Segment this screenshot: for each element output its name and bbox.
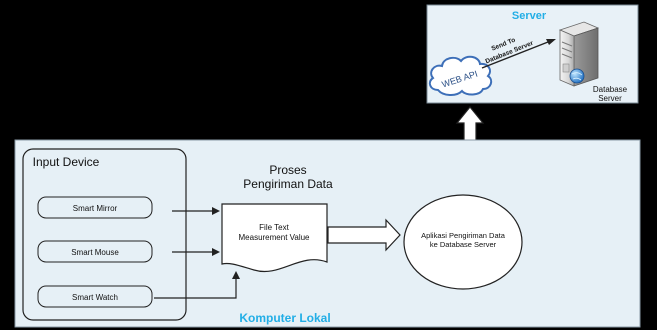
connector-arrow-mouse bbox=[212, 248, 220, 256]
document-icon bbox=[221, 203, 328, 273]
local-computer-label: Komputer Lokal bbox=[239, 311, 330, 325]
database-label-1: Database bbox=[593, 85, 628, 94]
send-arrow-line bbox=[481, 41, 549, 69]
device-connectors bbox=[154, 207, 240, 299]
device-box-smart-watch bbox=[37, 285, 153, 308]
connector-arrow-watch bbox=[232, 271, 240, 279]
server-title: Server bbox=[512, 10, 547, 22]
cloud-icon bbox=[428, 55, 493, 96]
device-box-smart-mouse bbox=[37, 240, 153, 263]
process-title-1: Proses bbox=[269, 163, 306, 177]
send-arrow-head bbox=[546, 39, 556, 45]
input-device-title: Input Device bbox=[33, 155, 100, 169]
input-device-box bbox=[22, 148, 187, 321]
process-arrow bbox=[327, 218, 401, 252]
device-label-smart-mouse: Smart Mouse bbox=[71, 248, 119, 257]
database-server-icon bbox=[558, 21, 600, 87]
device-box-smart-mirror bbox=[37, 196, 153, 219]
local-computer-panel: Input Device Smart Mirror Smart Mouse Sm… bbox=[14, 139, 641, 328]
sending-app: Aplikasi Pengiriman Data ke Database Ser… bbox=[403, 194, 523, 290]
app-label-1: Aplikasi Pengiriman Data bbox=[421, 231, 506, 240]
process-title-2: Pengiriman Data bbox=[243, 177, 333, 191]
server-panel: Server WEB API Send To Database Server D… bbox=[426, 4, 639, 104]
app-ellipse bbox=[403, 194, 523, 290]
file-label-1: File Text bbox=[259, 223, 289, 232]
connector-arrow-mirror bbox=[212, 207, 220, 215]
app-label-2: ke Database Server bbox=[430, 240, 497, 249]
input-device-panel: Input Device Smart Mirror Smart Mouse Sm… bbox=[22, 148, 187, 321]
web-api-cloud: WEB API bbox=[428, 55, 493, 96]
file-text-document: File Text Measurement Value bbox=[221, 203, 328, 273]
globe-icon bbox=[569, 68, 585, 84]
file-label-2: Measurement Value bbox=[239, 233, 311, 242]
device-label-smart-watch: Smart Watch bbox=[72, 293, 118, 302]
database-label-2: Server bbox=[598, 94, 622, 103]
device-label-smart-mirror: Smart Mirror bbox=[73, 204, 118, 213]
